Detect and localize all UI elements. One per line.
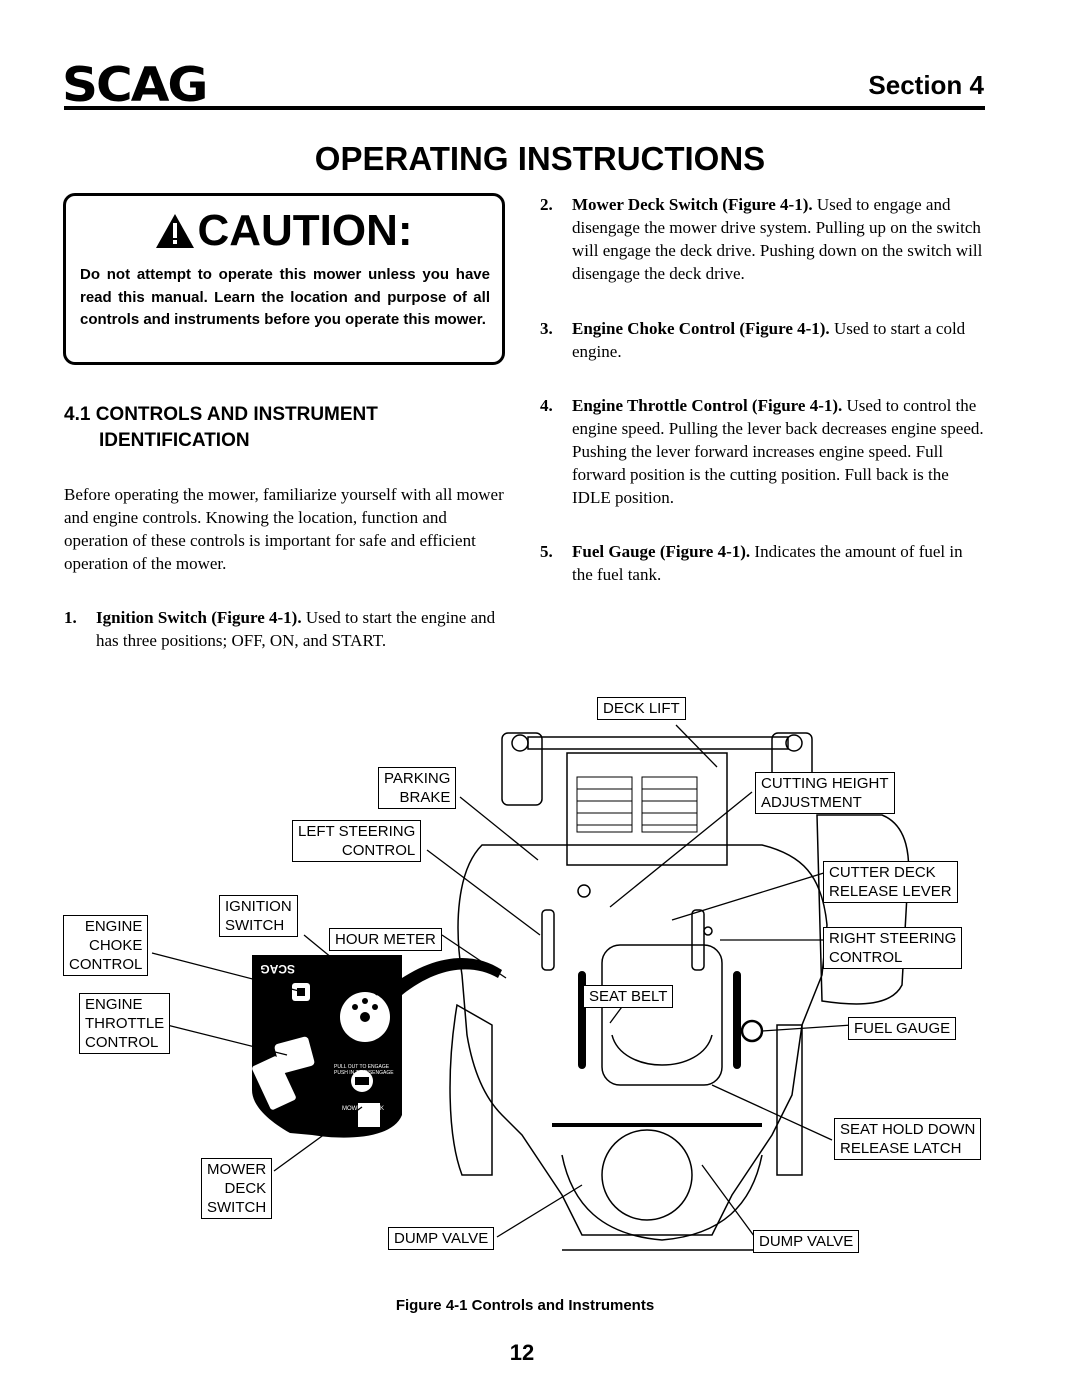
label-dump-valve-left: DUMP VALVE [388, 1227, 495, 1250]
panel-pull-text: PULL OUT TO ENGAGE [334, 1064, 390, 1070]
label-engine-throttle: ENGINE THROTTLE CONTROL [79, 993, 171, 1054]
label-cutter-deck: CUTTER DECK RELEASE LEVER [823, 861, 958, 903]
label-right-steering: RIGHT STEERING CONTROL [823, 927, 963, 969]
intro-paragraph: Before operating the mower, familiarize … [64, 485, 504, 573]
list-item-number: 5. [540, 542, 553, 561]
list-item-text: Indicates the amount of fuel in the fuel… [572, 542, 963, 584]
caution-heading-text: CAUTION: [197, 206, 413, 255]
list-item-title: Ignition Switch (Figure 4-1). [96, 608, 302, 627]
label-hour-meter: HOUR METER [329, 928, 442, 951]
trademark-mark: ™ [192, 96, 198, 102]
figure-caption: Figure 4-1 Controls and Instruments [395, 1297, 655, 1314]
list-item-text: Used to engage and disengage the mower d… [572, 195, 983, 283]
list-item-throttle: 4. Engine Throttle Control (Figure 4-1).… [540, 394, 985, 509]
list-item-title: Fuel Gauge (Figure 4-1). [572, 542, 751, 561]
list-item-text: Used to start a cold engine. [572, 319, 966, 361]
label-parking-brake: PARKING BRAKE [378, 767, 457, 809]
page-number: 12 [509, 1340, 535, 1365]
label-seat-belt: SEAT BELT [583, 985, 674, 1008]
label-mower-deck: MOWER DECK SWITCH [201, 1158, 273, 1219]
caution-text: Do not attempt to operate this mower unl… [80, 266, 490, 328]
label-fuel-gauge: FUEL GAUGE [848, 1017, 957, 1040]
list-item-title: Mower Deck Switch (Figure 4-1). [572, 195, 813, 214]
brand-logo: SCAG [62, 57, 208, 113]
label-cutting-height: CUTTING HEIGHT ADJUSTMENT [755, 772, 895, 814]
panel-brand: SCAG [260, 962, 295, 976]
list-item-number: 4. [540, 396, 553, 415]
label-engine-choke: ENGINE CHOKE CONTROL [63, 915, 149, 976]
section-heading-line1: 4.1 CONTROLS AND INSTRUMENT [64, 404, 378, 425]
section-heading: 4.1 CONTROLS AND INSTRUMENT IDENTIFICATI… [64, 402, 378, 454]
list-item-number: 1. [64, 608, 77, 627]
list-item-fuel-gauge: 5. Fuel Gauge (Figure 4-1). Indicates th… [540, 540, 985, 586]
list-item-title: Engine Throttle Control (Figure 4-1). [572, 396, 843, 415]
page-title: OPERATING INSTRUCTIONS [314, 140, 766, 177]
warning-triangle-icon [155, 210, 195, 260]
label-dump-valve-right: DUMP VALVE [753, 1230, 860, 1253]
label-ignition: IGNITION SWITCH [219, 895, 298, 937]
caution-heading: CAUTION: [66, 206, 502, 260]
panel-push-text: PUSH IN TO DISENGAGE [334, 1070, 394, 1076]
label-deck-lift: DECK LIFT [597, 697, 686, 720]
caution-box: CAUTION: Do not attempt to operate this … [63, 193, 505, 365]
panel-deck-text: MOWER DECK [342, 1106, 384, 1112]
list-item-mower-deck: 2. Mower Deck Switch (Figure 4-1). Used … [540, 193, 985, 285]
list-item-number: 2. [540, 195, 553, 214]
label-left-steering: LEFT STEERING CONTROL [292, 820, 422, 862]
list-item-ignition: 1. Ignition Switch (Figure 4-1). Used to… [64, 606, 504, 652]
controls-figure: SCAG PULL OUT TO ENGAGE PUSH IN TO DISEN… [62, 695, 992, 1280]
mower-drawing: SCAG PULL OUT TO ENGAGE PUSH IN TO DISEN… [151, 724, 910, 1251]
section-label: Section 4 [868, 70, 984, 100]
list-item-number: 3. [540, 319, 553, 338]
label-seat-hold-down: SEAT HOLD DOWN RELEASE LATCH [834, 1118, 982, 1160]
header-rule [64, 106, 985, 110]
list-item-text: Used to start the engine and has three p… [96, 608, 496, 650]
section-heading-line2: IDENTIFICATION [99, 430, 250, 451]
list-item-text: Used to control the engine speed. Pullin… [572, 396, 984, 507]
list-item-title: Engine Choke Control (Figure 4-1). [572, 319, 830, 338]
list-item-choke: 3. Engine Choke Control (Figure 4-1). Us… [540, 317, 985, 363]
